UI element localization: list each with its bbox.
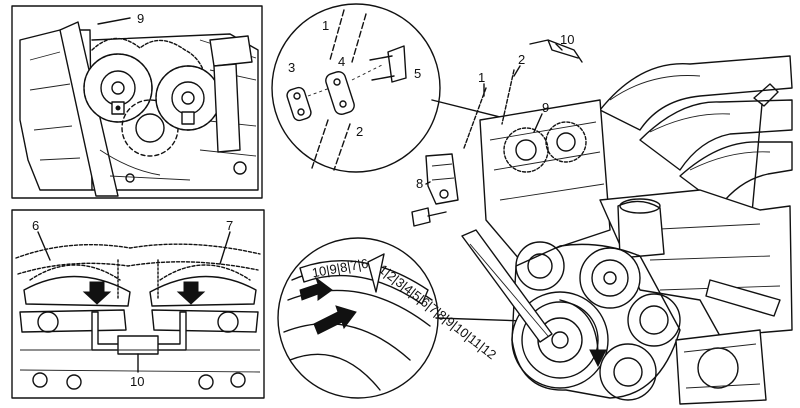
main-callout-9: 9 (542, 100, 549, 115)
detail-chain-link-parts: 1 2 3 4 5 (271, 3, 529, 173)
panel-bottom-left-frame (11, 209, 265, 399)
panel-top-left-frame (11, 5, 263, 199)
panel-camshaft-sprockets: 9 (11, 5, 263, 199)
detail-timing-scale: 0|1|2|3|4|5|6|7|8|9|10|11|12 10|9|8|7|6 (277, 237, 557, 399)
detail-callout-5: 5 (414, 66, 421, 81)
main-callout-2: 2 (518, 52, 525, 67)
detail-callout-2: 2 (356, 124, 363, 139)
engine-main-illustration: 1 2 9 10 8 (411, 32, 793, 405)
sprocket-right (155, 65, 221, 131)
callout-label-6: 6 (32, 218, 39, 233)
callout-label-9: 9 (137, 11, 144, 26)
sprocket-left (83, 53, 153, 123)
panel-camshaft-timing-marks: 6 7 10 (11, 209, 265, 399)
callout-label-10: 10 (130, 374, 144, 389)
main-callout-10: 10 (560, 32, 574, 47)
main-callout-1: 1 (478, 70, 485, 85)
callout-label-7: 7 (226, 218, 233, 233)
detail-callout-3: 3 (288, 60, 295, 75)
pulley-upper-left (515, 241, 565, 291)
pulley-lower-right (599, 343, 657, 401)
pulley-right (627, 293, 681, 347)
main-callout-8: 8 (416, 176, 423, 191)
pulley-upper-right (579, 247, 641, 309)
detail-callout-4: 4 (338, 54, 345, 69)
detail-callout-1: 1 (322, 18, 329, 33)
